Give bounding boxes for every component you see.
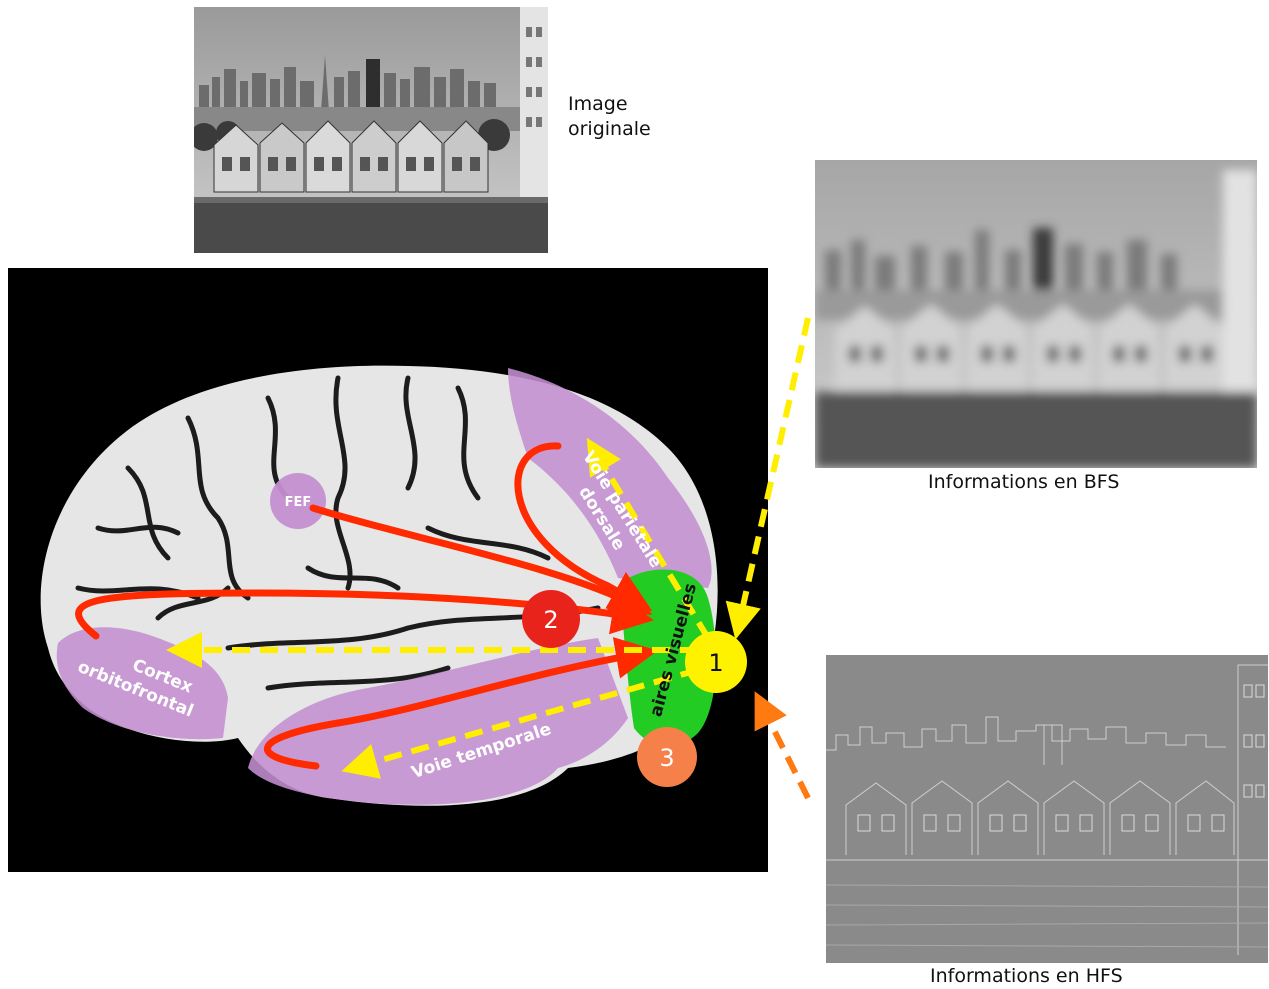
brain-panel: FEF Voie pariétale dorsale aires visuell… xyxy=(8,268,768,872)
caption-hfs: Informations en HFS xyxy=(930,964,1123,989)
yellow-arrows xyxy=(178,448,708,768)
marker-3: 3 xyxy=(637,727,697,787)
marker-2: 2 xyxy=(522,590,580,648)
hfs-image xyxy=(826,655,1268,963)
caption-original: Image originale xyxy=(568,92,668,141)
svg-text:3: 3 xyxy=(659,744,674,772)
caption-bfs: Informations en BFS xyxy=(928,470,1119,495)
bfs-image xyxy=(815,160,1257,468)
svg-text:1: 1 xyxy=(708,649,723,677)
original-image xyxy=(194,7,548,253)
label-fef: FEF xyxy=(285,495,312,510)
marker-1: 1 xyxy=(685,631,747,693)
svg-text:2: 2 xyxy=(543,606,558,634)
